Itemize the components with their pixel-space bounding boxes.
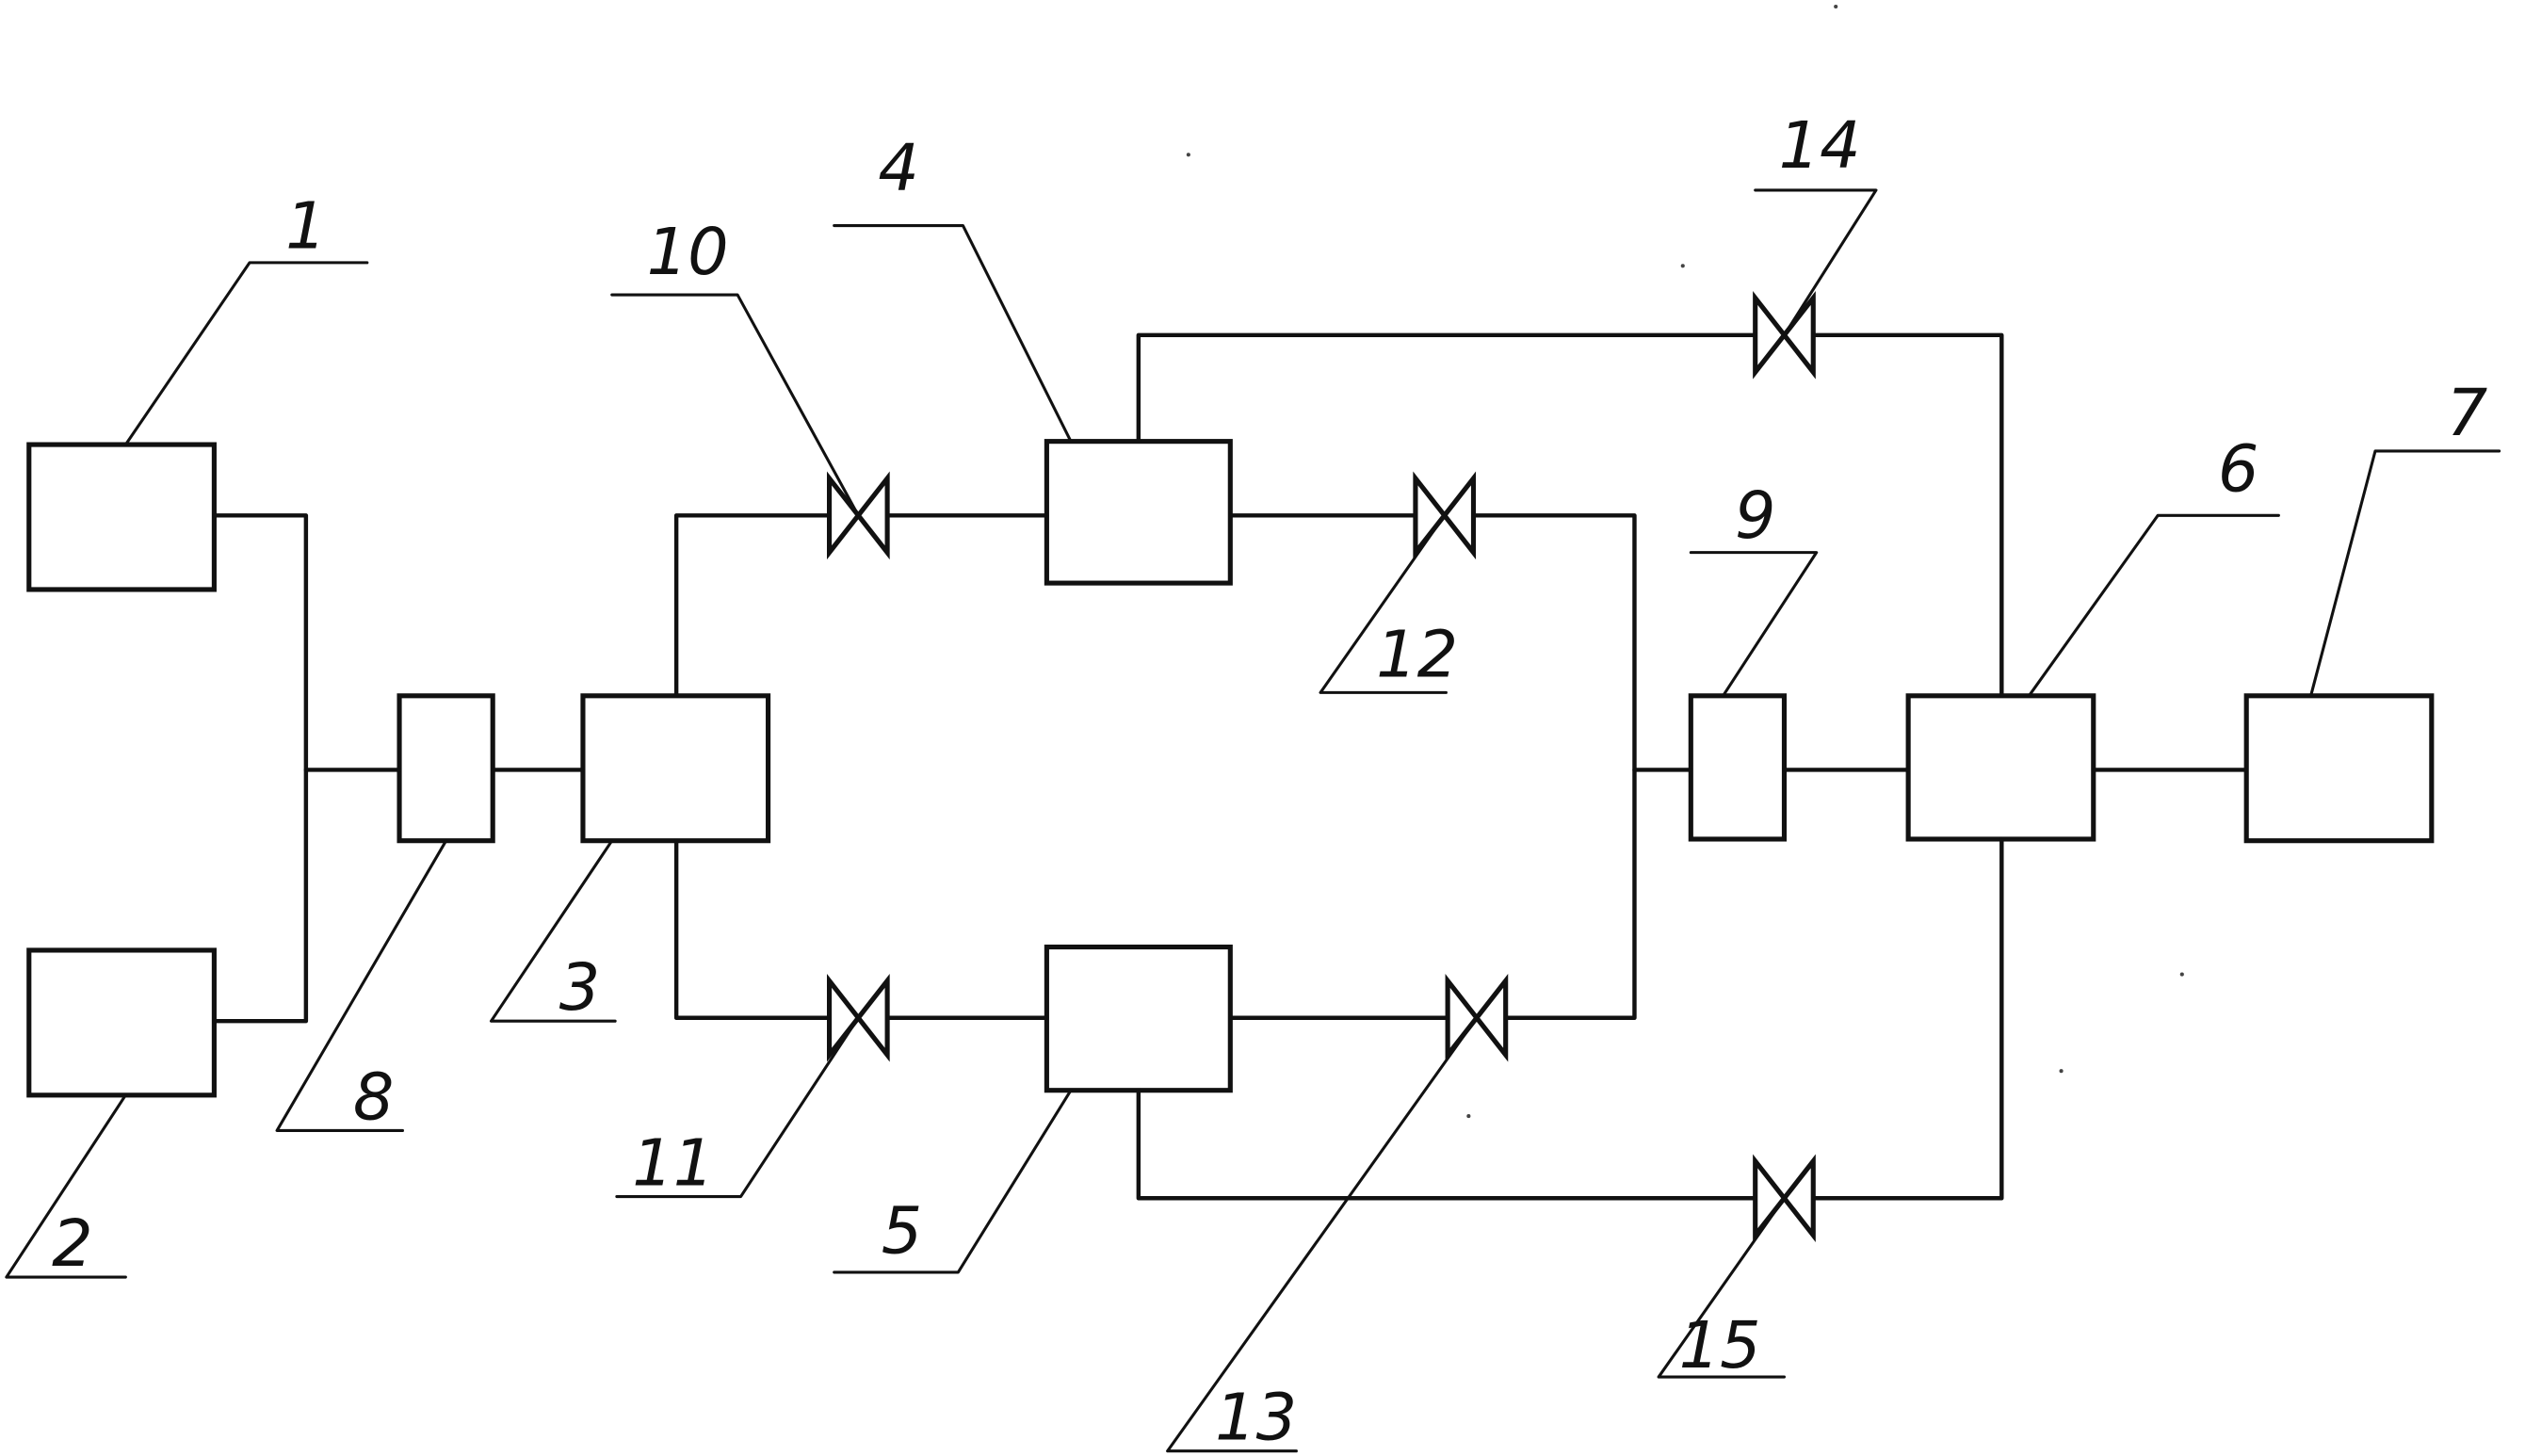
- scan-speck: [1466, 1114, 1471, 1119]
- label-2: 2: [52, 1207, 93, 1282]
- leader-7: [2309, 449, 2501, 698]
- box-3: [580, 693, 771, 844]
- leader-6: [2027, 513, 2280, 698]
- scan-speck: [1834, 4, 1838, 9]
- valve-14: [1753, 291, 1816, 380]
- pipe-box4-bypass-to-valve14: [1136, 332, 1757, 444]
- label-5: 5: [882, 1194, 923, 1269]
- label-12: 12: [1376, 618, 1458, 692]
- leader-13: [1166, 1016, 1479, 1453]
- pipe-box5-bypass-to-valve15: [1136, 1088, 1757, 1201]
- label-4: 4: [878, 132, 919, 206]
- box-2: [26, 947, 217, 1098]
- leader-8: [275, 839, 448, 1132]
- box-7: [2243, 693, 2435, 844]
- box-4: [1044, 439, 1233, 586]
- leader-12: [1319, 513, 1448, 694]
- label-9: 9: [1735, 479, 1776, 554]
- leader-2: [5, 1093, 127, 1279]
- leader-15: [1657, 1196, 1787, 1379]
- pipe-box3-to-valve11: [673, 838, 832, 1020]
- pipe-box1-to-junction: [212, 513, 309, 1024]
- leader-10: [610, 293, 860, 517]
- box-1: [26, 442, 217, 592]
- leader-9: [1689, 551, 1819, 698]
- pipe-box3-to-valve10: [673, 513, 832, 699]
- label-13: 13: [1215, 1382, 1297, 1456]
- label-7: 7: [2447, 377, 2488, 451]
- pipe-valve12-to-manifold: [1471, 513, 1637, 1020]
- label-11: 11: [632, 1127, 714, 1202]
- box-5: [1044, 944, 1233, 1093]
- valve-10: [826, 471, 890, 560]
- pipe-valve14-to-box6: [1811, 332, 2004, 699]
- label-3: 3: [559, 951, 601, 1026]
- label-10: 10: [647, 216, 729, 290]
- scan-speck: [1186, 153, 1190, 157]
- label-1: 1: [285, 189, 327, 264]
- label-6: 6: [2218, 433, 2259, 508]
- label-15: 15: [1679, 1309, 1761, 1383]
- box-6: [1905, 693, 2096, 842]
- leader-5: [833, 1089, 1073, 1274]
- valve-12: [1413, 471, 1477, 560]
- leader-1: [123, 261, 369, 446]
- valve-15: [1753, 1154, 1816, 1243]
- leader-11: [615, 1016, 860, 1199]
- box-9: [1688, 693, 1788, 842]
- leader-3: [489, 839, 617, 1023]
- valve-11: [826, 974, 890, 1062]
- leader-4: [833, 223, 1073, 444]
- label-14: 14: [1779, 109, 1861, 184]
- box-8: [397, 693, 495, 844]
- leader-14: [1754, 188, 1878, 337]
- pipe-valve15-to-box6: [1811, 836, 2004, 1201]
- scan-speck: [2179, 972, 2184, 977]
- label-8: 8: [353, 1060, 395, 1135]
- scan-speck: [2059, 1069, 2064, 1074]
- valve-13: [1445, 974, 1509, 1062]
- scan-speck: [1680, 264, 1685, 268]
